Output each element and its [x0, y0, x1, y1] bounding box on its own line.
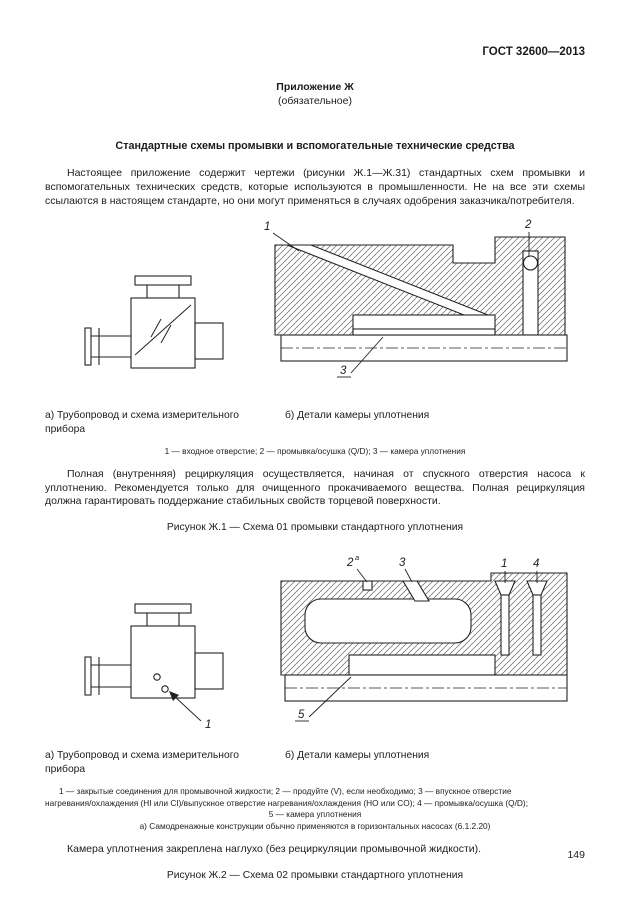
fig1-title: Рисунок Ж.1 — Схема 01 промывки стандарт…	[166, 522, 464, 534]
fig1-label-chamber: 3	[340, 365, 347, 377]
figure-2-drawings: 1	[45, 551, 585, 741]
section-title: Стандартные схемы промывки и вспомогател…	[115, 140, 515, 153]
leader-lines	[295, 569, 538, 722]
fig2-pipe-label-1: 1	[205, 719, 211, 731]
fig2-label-heating: 3	[399, 557, 406, 569]
fig2-piping-schematic-drawing: 1	[84, 603, 224, 731]
pipe-flange	[84, 327, 92, 366]
port-1-bore	[500, 594, 510, 656]
pointer-arrow	[169, 691, 202, 722]
fig1-caption-b: б) Детали камеры уплотнения	[285, 410, 430, 422]
fig2-title: Рисунок Ж.2 — Схема 02 промывки стандарт…	[166, 869, 464, 881]
fig2-captions: а) Трубопровод и схема измерительного пр…	[45, 749, 585, 776]
fig2-legend-line-1: 1 — закрытые соединения для промывочной …	[59, 786, 512, 797]
instrument-break-symbol	[134, 304, 192, 356]
intro-paragraph: Настоящее приложение содержит чертежи (р…	[45, 167, 585, 208]
fig2-paragraph: Камера уплотнения закреплена наглухо (бе…	[67, 842, 482, 855]
fig2-caption-b: б) Детали камеры уплотнения	[285, 750, 430, 762]
fig1-captions: а) Трубопровод и схема измерительного пр…	[45, 409, 585, 436]
valve-side-boss	[194, 652, 224, 690]
port-4-bore	[532, 594, 542, 656]
fig1-label-flush: 2	[524, 219, 532, 231]
pipe-flange	[84, 656, 92, 696]
fig2-footnote: а) Самодренажные конструкции обычно прим…	[139, 821, 491, 831]
closed-connection-a	[153, 673, 161, 682]
appendix-name: Приложение Ж	[276, 81, 354, 93]
fig2-label-closed: 1	[501, 558, 507, 570]
fig1-piping-schematic-drawing	[84, 275, 224, 369]
fig2-legend-line-3: 5 — камера уплотнения	[268, 809, 362, 820]
fig2-label-vent: 2	[346, 557, 354, 569]
fig2-legend: 1 — закрытые соединения для промывочной …	[45, 786, 585, 832]
valve-top-flange	[134, 603, 192, 614]
appendix-kind: (обязательное)	[278, 95, 352, 108]
seal-chamber-cavity	[348, 654, 496, 676]
flush-port-opening	[522, 255, 539, 271]
fig1-legend: 1 — входное отверстие; 2 — промывка/осуш…	[164, 445, 466, 456]
fig2-label-flush: 4	[533, 558, 539, 570]
fig1-caption-a: а) Трубопровод и схема измерительного пр…	[45, 410, 239, 435]
fig2-seal-chamber-drawing: 2 а 3 1 4 5	[280, 553, 568, 722]
vent-notch	[362, 580, 373, 591]
fig1-label-inlet: 1	[264, 221, 270, 233]
valve-side-boss	[194, 322, 224, 360]
heating-inlet-port	[402, 580, 430, 602]
shaft-sleeve	[352, 328, 496, 336]
fig2-caption-a: а) Трубопровод и схема измерительного пр…	[45, 750, 239, 775]
page-number: 149	[567, 849, 585, 861]
fig1-paragraph: Полная (внутренняя) рециркуляция осущест…	[45, 467, 585, 508]
valve-body	[130, 297, 196, 369]
figure-1-drawings: 1 2 3	[45, 215, 585, 401]
fig2-label-vent-sup: а	[355, 553, 359, 562]
heating-cooling-jacket	[304, 598, 472, 644]
appendix-heading: Приложение Ж (обязательное)	[45, 80, 585, 108]
fig1-seal-chamber-drawing: 1 2 3	[264, 219, 568, 378]
doc-number: ГОСТ 32600—2013	[482, 46, 585, 58]
fig2-legend-line-2: нагревания/охлаждения (HI или CI)/выпуск…	[45, 797, 528, 808]
fig2-label-chamber: 5	[298, 709, 305, 721]
closed-connection-b	[161, 685, 169, 694]
valve-top-flange	[134, 275, 192, 286]
leader-lines	[272, 232, 530, 378]
